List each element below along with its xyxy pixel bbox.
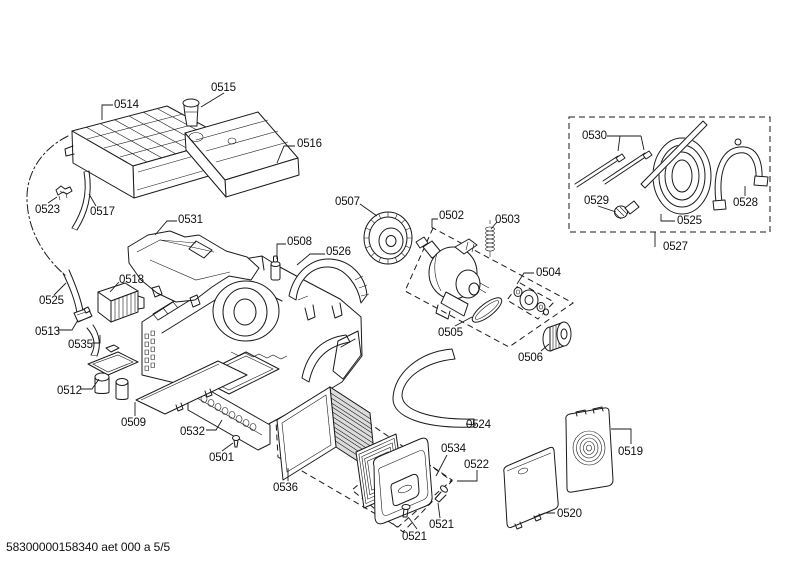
housing-vent-holes — [145, 331, 155, 371]
part-0515-drawing — [183, 99, 199, 126]
part-label-0512: 0512 — [57, 385, 82, 397]
part-0529-drawing — [615, 201, 640, 219]
part-label-0521-a: 0521 — [429, 519, 454, 531]
part-label-0516: 0516 — [297, 138, 322, 150]
part-label-0521-b: 0521 — [402, 531, 427, 543]
part-0509-drawing — [136, 361, 247, 414]
part-label-0522: 0522 — [464, 459, 489, 471]
part-label-0503: 0503 — [495, 214, 520, 226]
part-label-0523: 0523 — [35, 204, 60, 216]
part-0507-drawing — [364, 212, 412, 264]
part-0519-drawing — [566, 407, 613, 492]
part-0512-drawing — [88, 345, 138, 400]
part-0522-drawing — [374, 438, 433, 524]
part-label-0532: 0532 — [180, 426, 205, 438]
part-label-0530: 0530 — [582, 130, 607, 142]
part-label-0513: 0513 — [35, 326, 60, 338]
part-label-0535: 0535 — [68, 339, 93, 351]
part-0513-drawing — [74, 307, 92, 322]
kit-box-0527-outline — [569, 117, 770, 232]
part-0531-drawing — [128, 231, 259, 307]
part-0535-drawing — [87, 325, 99, 356]
part-0503-drawing — [486, 220, 495, 257]
part-0532-drawing — [188, 385, 270, 450]
part-0504-drawing — [514, 288, 549, 316]
part-label-0502: 0502 — [439, 210, 464, 222]
part-0518-drawing — [98, 283, 144, 322]
part-label-0518: 0518 — [119, 274, 144, 286]
leader-lines — [48, 93, 745, 529]
part-label-0517: 0517 — [90, 206, 115, 218]
pulley-group-outline — [507, 283, 554, 319]
part-0526-drawing — [289, 259, 369, 320]
part-0525-kit-drawing — [641, 121, 711, 214]
motor-group-outline — [405, 228, 573, 347]
part-label-0507: 0507 — [335, 196, 360, 208]
part-label-0514: 0514 — [114, 99, 139, 111]
part-label-0524: 0524 — [466, 419, 491, 431]
part-label-0519: 0519 — [618, 446, 643, 458]
part-label-0506: 0506 — [518, 352, 543, 364]
part-0521-screws-drawing — [402, 485, 449, 517]
part-label-0534: 0534 — [441, 443, 466, 455]
part-label-0509: 0509 — [121, 417, 146, 429]
part-0530-drawing — [575, 151, 652, 187]
part-label-0527: 0527 — [663, 241, 688, 253]
part-label-0520: 0520 — [557, 508, 582, 520]
part-label-0508: 0508 — [287, 236, 312, 248]
part-label-0525-kit: 0525 — [677, 215, 702, 227]
part-label-0505: 0505 — [438, 327, 463, 339]
part-label-0525-left: 0525 — [39, 295, 64, 307]
part-label-0501: 0501 — [209, 452, 234, 464]
part-label-0529: 0529 — [584, 195, 609, 207]
part-label-0536: 0536 — [273, 482, 298, 494]
part-0528-drawing — [713, 139, 768, 210]
part-0506-drawing — [543, 322, 571, 351]
part-0520-drawing — [504, 447, 558, 529]
part-label-0528: 0528 — [733, 197, 758, 209]
part-0525-left-drawing — [27, 136, 83, 313]
document-code: 58300000158340 aet 000 a 5/5 — [6, 540, 171, 554]
part-label-0504: 0504 — [536, 267, 561, 279]
part-label-0526: 0526 — [326, 246, 351, 258]
part-0516-drawing — [185, 112, 299, 197]
part-0508-drawing — [271, 256, 280, 280]
part-label-0515: 0515 — [211, 82, 236, 94]
part-0502-drawing — [416, 237, 489, 319]
part-0523-drawing — [56, 186, 72, 200]
part-0517-drawing — [72, 171, 90, 230]
part-0501-drawing — [233, 436, 240, 448]
part-0505-drawing — [469, 294, 505, 326]
part-0524-drawing — [393, 349, 474, 427]
part-label-0531: 0531 — [178, 214, 203, 226]
